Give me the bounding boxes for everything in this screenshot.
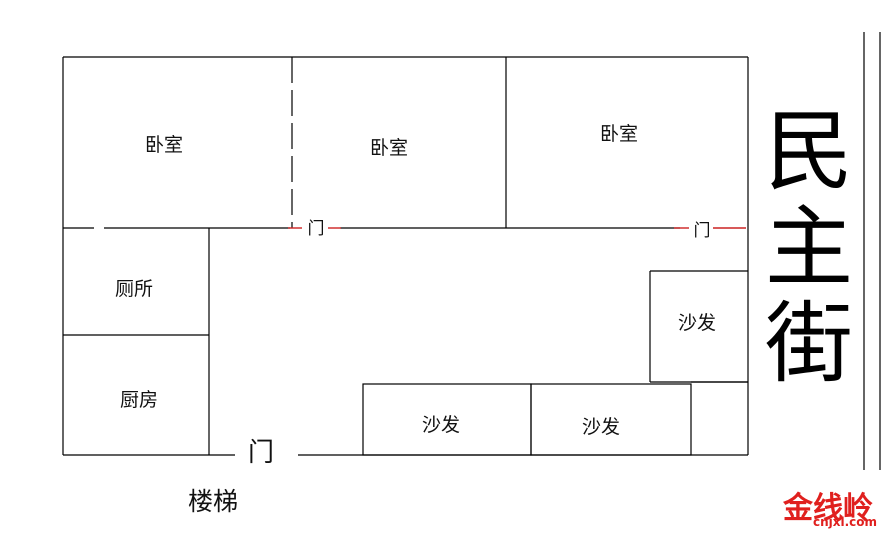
street-char-2: 主 (765, 196, 853, 299)
room-label-bedroom-1: 卧室 (145, 134, 183, 156)
watermark-chinese: 金线岭 (782, 491, 873, 526)
walls (62, 56, 749, 456)
room-label-toilet: 厕所 (115, 278, 153, 300)
street-char-3: 街 (765, 292, 853, 395)
door-label-middle: 门 (308, 219, 325, 239)
stairs-label: 楼梯 (188, 487, 238, 516)
room-label-bedroom-3: 卧室 (600, 123, 638, 145)
room-label-sofa-bottom-right: 沙发 (582, 416, 620, 438)
street-edge-lines (863, 32, 881, 470)
room-label-sofa-bottom-left: 沙发 (422, 414, 460, 436)
room-label-sofa-right: 沙发 (678, 312, 716, 334)
street-name: 民 主 街 (765, 100, 853, 395)
watermark-url: cnjxl.com (813, 515, 877, 529)
street-char-1: 民 (765, 100, 853, 203)
sofa-bottom-right-box (530, 383, 692, 456)
door-label-right: 门 (694, 221, 711, 241)
room-label-bedroom-2: 卧室 (370, 137, 408, 159)
door-label-entrance: 门 (248, 438, 274, 468)
room-label-kitchen: 厨房 (120, 389, 158, 411)
watermark-logo: 金线岭 cnjxl.com (782, 491, 877, 529)
